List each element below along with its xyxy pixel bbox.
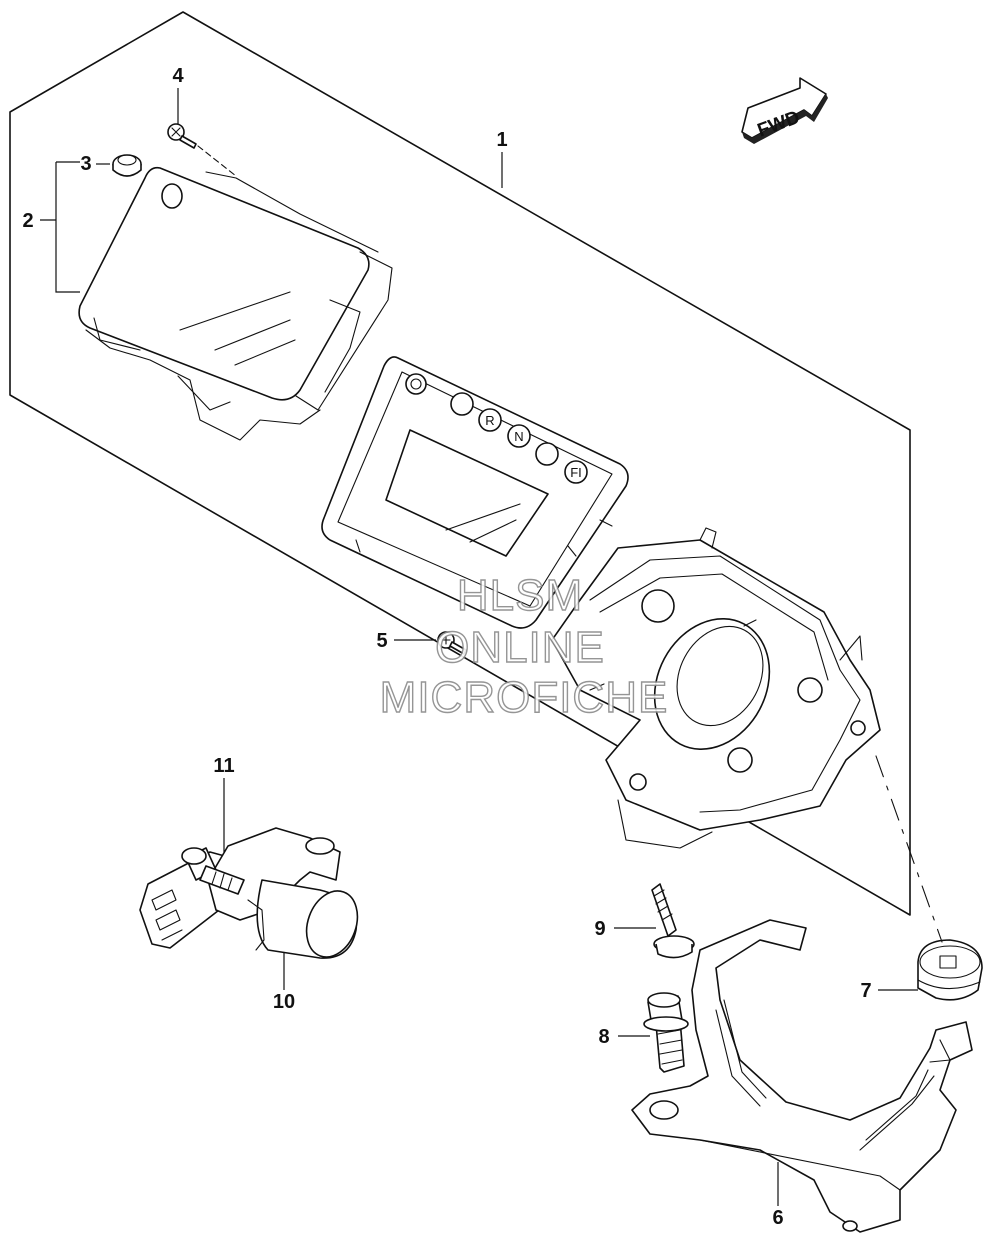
mount-alignment-line	[875, 755, 943, 943]
speed-sensor-part-10	[139, 827, 359, 959]
meter-case	[551, 527, 881, 849]
watermark-line-3: MICROFICHE	[380, 673, 669, 722]
lamp-fi: FI	[570, 465, 582, 480]
lamp-r: R	[485, 413, 494, 428]
callout-7: 7	[860, 980, 871, 1002]
callout-2: 2	[22, 210, 33, 232]
callout-1: 1	[496, 129, 507, 151]
meter-cover-part-2	[78, 166, 393, 441]
grommet-part-3	[112, 154, 142, 177]
bolt-part-8	[643, 992, 689, 1073]
screw-part-4	[167, 123, 237, 177]
meter-display-panel: R N FI	[321, 356, 629, 629]
watermark: HLSM ONLINE MICROFICHE	[379, 570, 669, 722]
leader-lines	[40, 88, 918, 1206]
assembly-1-outline	[9, 11, 911, 916]
callout-6: 6	[772, 1207, 783, 1229]
watermark-line-1: HLSM	[457, 571, 583, 620]
lamp-n: N	[514, 429, 523, 444]
callout-5: 5	[376, 630, 387, 652]
rubber-mount-part-7	[917, 939, 983, 1001]
bracket-part-6	[631, 919, 973, 1233]
bolt-part-11	[181, 847, 245, 895]
callout-9: 9	[594, 918, 605, 940]
fwd-arrow-badge: FWD	[741, 77, 828, 144]
screw-part-5	[437, 631, 467, 655]
callout-4: 4	[172, 65, 184, 87]
callout-8: 8	[598, 1026, 609, 1048]
callout-10: 10	[273, 991, 295, 1013]
callout-3: 3	[80, 153, 91, 175]
callout-11: 11	[213, 755, 234, 777]
tapping-screw-part-9	[651, 883, 695, 959]
watermark-line-2: ONLINE	[435, 623, 605, 672]
